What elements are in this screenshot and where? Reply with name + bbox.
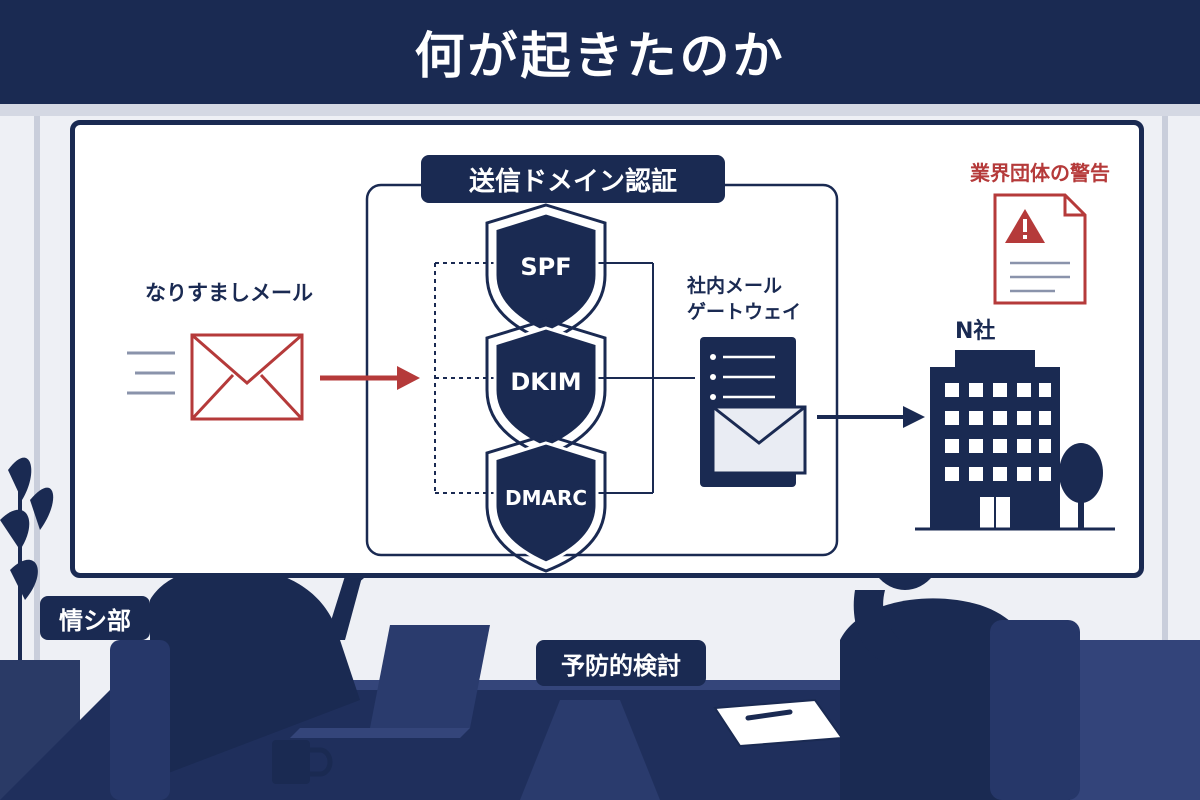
spoof-envelope-icon	[190, 333, 304, 421]
gateway-server-icon	[700, 337, 807, 487]
it-dept-label: 情シ部	[40, 596, 150, 640]
warning-document-icon	[993, 193, 1087, 305]
building-icon	[915, 350, 1115, 531]
page-title: 何が起きたのか	[0, 0, 1200, 104]
motion-lines	[127, 351, 175, 395]
gateway-label-line1: 社内メール	[687, 275, 783, 297]
branch-lines	[434, 262, 495, 494]
navy-arrow-icon	[817, 406, 925, 428]
dmarc-shield-icon	[485, 433, 607, 573]
mug-icon	[272, 740, 333, 784]
dmarc-label: DMARC	[505, 486, 587, 510]
dkim-label: DKIM	[510, 368, 581, 396]
thinker-silhouette	[840, 490, 1080, 800]
spf-label: SPF	[520, 253, 571, 281]
building-windows	[945, 383, 1051, 529]
industry-warning-label: 業界団体の警告	[970, 161, 1110, 185]
presentation-screen: SPF DKIM DMARC	[70, 120, 1144, 578]
merge-lines	[597, 262, 695, 494]
screen-diagram: SPF DKIM DMARC	[127, 183, 1115, 573]
company-label: N社	[955, 319, 996, 344]
plant-icon	[0, 457, 54, 670]
preventive-review-label: 予防的検討	[536, 640, 706, 686]
auth-box-heading: 送信ドメイン認証	[421, 155, 725, 203]
gateway-label-line2: ゲートウェイ	[687, 301, 802, 323]
spoof-mail-label: なりすましメール	[145, 281, 313, 305]
red-arrow-icon	[320, 366, 420, 390]
laptop-icon	[290, 625, 490, 738]
tree-icon	[1059, 443, 1103, 529]
